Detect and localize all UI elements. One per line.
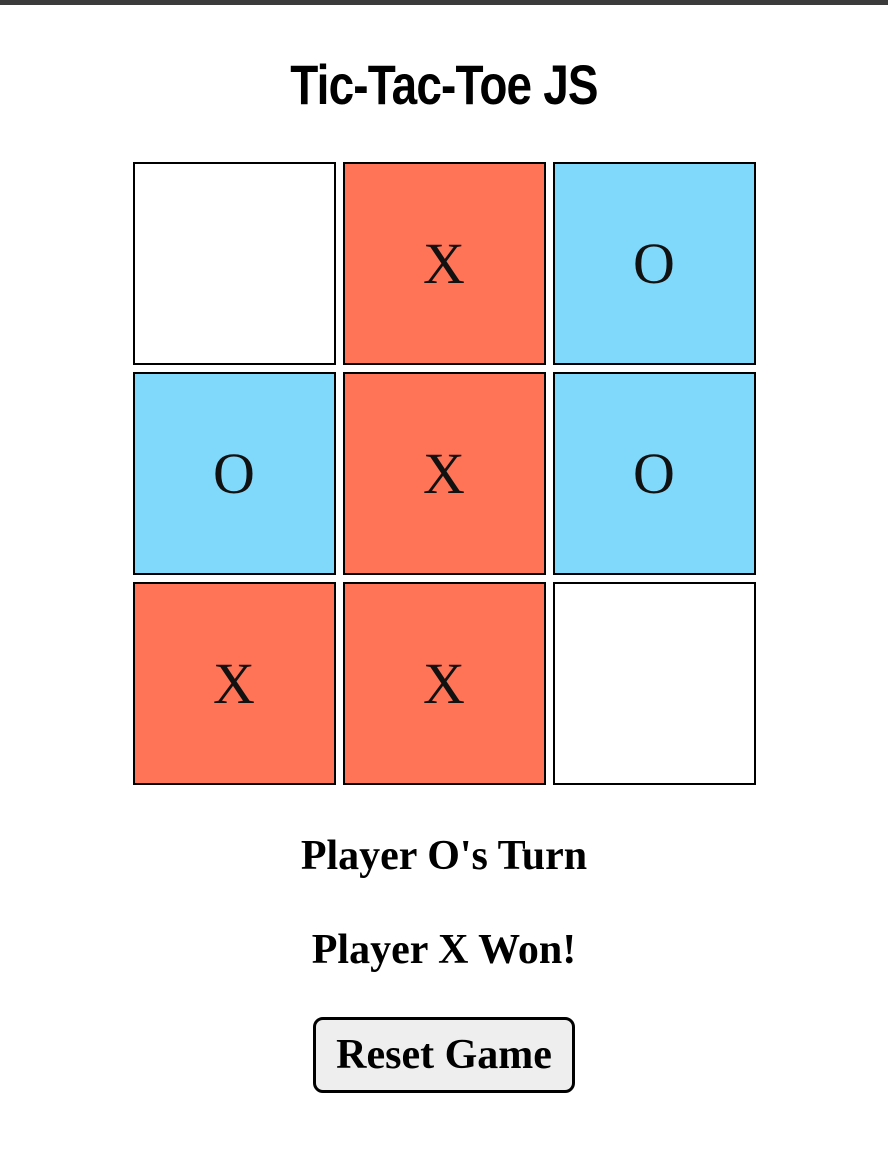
reset-game-button[interactable]: Reset Game [313,1017,575,1093]
board-cell-4[interactable]: O [132,372,336,575]
page-title: Tic-Tac-Toe JS [290,53,598,116]
board-cell-6[interactable]: O [552,372,756,575]
board-cell-1[interactable] [132,162,336,365]
board-cell-8[interactable]: X [342,582,546,785]
turn-status: Player O's Turn [300,833,588,879]
board-cell-7[interactable]: X [132,582,336,785]
board-cell-5[interactable]: X [342,372,546,575]
board-cell-9[interactable] [552,582,756,785]
window-top-edge [0,0,888,5]
board-cell-3[interactable]: O [552,162,756,365]
result-status: Player X Won! [311,927,577,973]
board-cell-2[interactable]: X [342,162,546,365]
